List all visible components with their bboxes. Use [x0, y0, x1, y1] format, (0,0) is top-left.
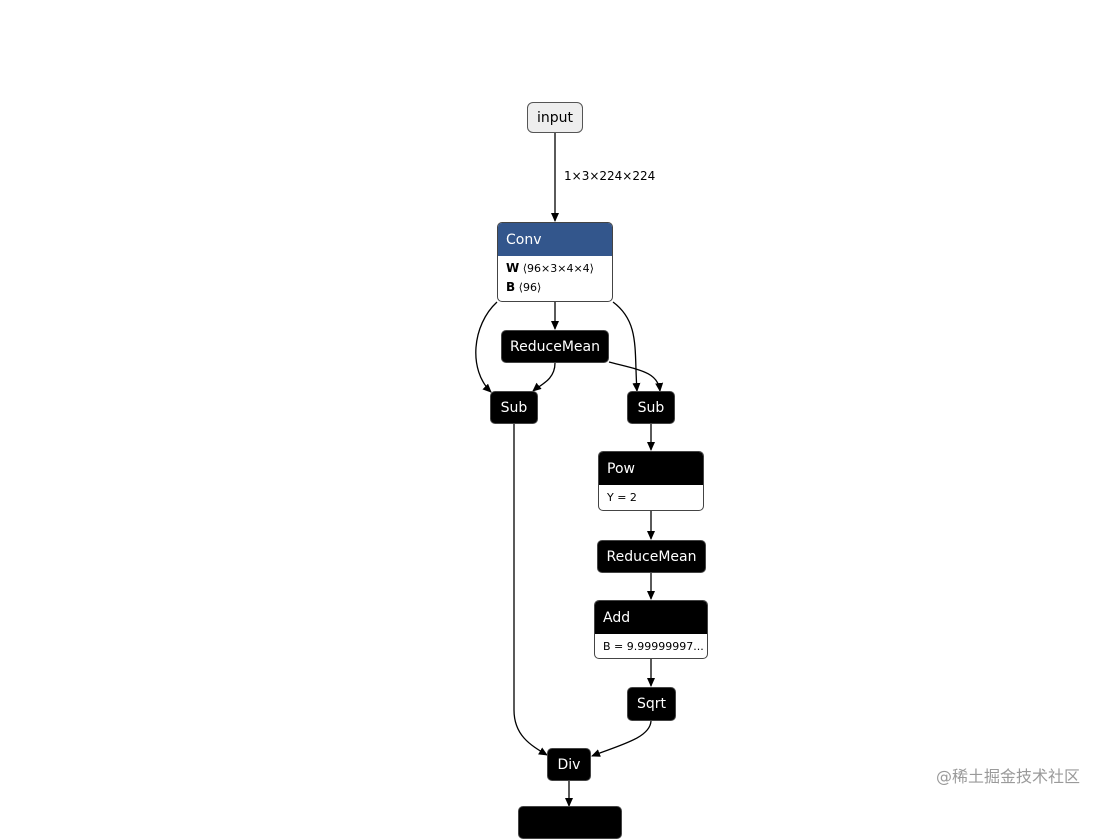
conv-node-label: Conv	[506, 231, 542, 248]
conv-bias-row: B ⟨96⟩	[506, 278, 604, 297]
conv-bias-shape: ⟨96⟩	[518, 281, 542, 294]
edge-sub-div	[513, 424, 548, 756]
pow-node-attribute: Y = 2	[599, 485, 703, 510]
add-node-attr-text: B = 9.99999997...	[603, 640, 704, 653]
reducemean-node-1[interactable]: ReduceMean	[501, 330, 609, 363]
conv-weight-row: W ⟨96×3×4×4⟩	[506, 259, 604, 278]
edge-conv-sub-right	[612, 301, 641, 392]
edge-conv-sub-left	[475, 301, 498, 393]
conv-weight-name: W	[506, 261, 520, 275]
sub-node-left-label: Sub	[500, 399, 528, 416]
pow-node[interactable]: Pow Y = 2	[598, 451, 704, 511]
div-node-label: Div	[557, 756, 581, 773]
reducemean-node-1-label: ReduceMean	[510, 338, 600, 355]
div-node[interactable]: Div	[547, 748, 591, 781]
edge-sqrt-div	[591, 720, 652, 757]
next-node-partial[interactable]	[518, 806, 622, 839]
conv-bias-name: B	[506, 280, 516, 294]
pow-node-attr-text: Y = 2	[607, 491, 637, 504]
edge-reducemean-sub-left	[532, 362, 556, 392]
sqrt-node[interactable]: Sqrt	[627, 687, 676, 721]
conv-node[interactable]: Conv W ⟨96×3×4×4⟩ B ⟨96⟩	[497, 222, 613, 302]
conv-node-attributes: W ⟨96×3×4×4⟩ B ⟨96⟩	[498, 256, 612, 300]
graph-edges	[475, 133, 664, 807]
pow-node-label: Pow	[607, 460, 635, 477]
input-shape-label: 1×3×224×224	[564, 169, 656, 183]
pow-node-header: Pow	[599, 452, 703, 485]
add-node-attribute: B = 9.99999997...	[595, 634, 707, 658]
reducemean-node-2-label: ReduceMean	[606, 548, 697, 565]
reducemean-node-2[interactable]: ReduceMean	[597, 540, 706, 573]
add-node-header: Add	[595, 601, 707, 634]
sub-node-right-label: Sub	[637, 399, 665, 416]
edge-reducemean-sub-right	[608, 361, 664, 392]
add-node[interactable]: Add B = 9.99999997...	[594, 600, 708, 659]
sub-node-left[interactable]: Sub	[490, 391, 538, 424]
sqrt-node-label: Sqrt	[636, 696, 667, 712]
sub-node-right[interactable]: Sub	[627, 391, 675, 424]
watermark: @稀土掘金技术社区	[935, 767, 1080, 786]
input-node-label: input	[536, 109, 573, 126]
input-node[interactable]: input	[527, 102, 583, 133]
add-node-label: Add	[603, 609, 631, 626]
conv-weight-shape: ⟨96×3×4×4⟩	[522, 262, 594, 275]
conv-node-header: Conv	[498, 223, 612, 256]
